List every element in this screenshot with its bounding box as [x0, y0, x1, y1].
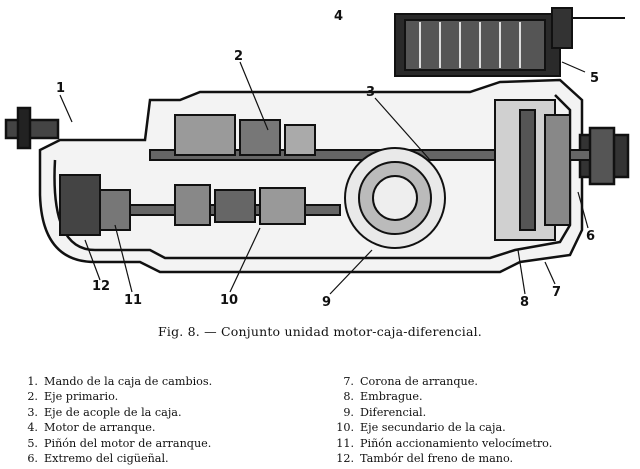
legend-item: 3.Eje de acople de la caja.: [27, 405, 182, 419]
callout-3: 3: [366, 85, 375, 100]
legend-item: 1.Mando de la caja de cambios.: [27, 375, 213, 388]
legend-item: 2.Eje primario.: [27, 390, 119, 404]
figure-caption: Fig. 8. — Conjunto unidad motor-caja-dif…: [158, 324, 482, 339]
callout-4: 4: [334, 9, 343, 24]
legend-item: 6.Extremo del cigüeñal.: [27, 452, 169, 466]
legend-item: 12.Tambór del freno de mano.: [336, 452, 514, 466]
legend-list-right: 7.Corona de arranque. 8.Embrague. 9.Dife…: [332, 374, 552, 466]
callout-7: 7: [552, 285, 561, 300]
gearbox-internals-drawing: [59, 99, 591, 249]
legend-item: 10.Eje secundario de la caja.: [336, 421, 506, 435]
legend-item: 5.Piñón del motor de arranque.: [27, 436, 212, 450]
legend-item: 11.Piñón accionamiento velocímetro.: [336, 436, 553, 450]
legend-item: 9.Diferencial.: [343, 405, 427, 419]
callout-12: 12: [92, 279, 110, 294]
callout-labels: [59, 61, 589, 295]
legend-item: 8.Embrague.: [343, 390, 423, 404]
callout-6: 6: [586, 229, 595, 244]
legend-item: 7.Corona de arranque.: [343, 375, 478, 388]
callout-2: 2: [234, 49, 243, 64]
callout-11: 11: [124, 293, 142, 308]
starter-motor-drawing: [394, 7, 625, 77]
legend-list-left: 1.Mando de la caja de cambios. 2.Eje pri…: [16, 374, 212, 466]
engine-gearbox-illustration: 1 2 3 4 5 6 7 8 9 10 11 12: [4, 7, 630, 310]
callout-8: 8: [520, 295, 529, 310]
callout-5: 5: [590, 71, 599, 86]
callout-10: 10: [220, 293, 238, 308]
legend-item: 4.Motor de arranque.: [27, 421, 156, 435]
callout-1: 1: [56, 81, 65, 96]
callout-9: 9: [322, 295, 331, 310]
